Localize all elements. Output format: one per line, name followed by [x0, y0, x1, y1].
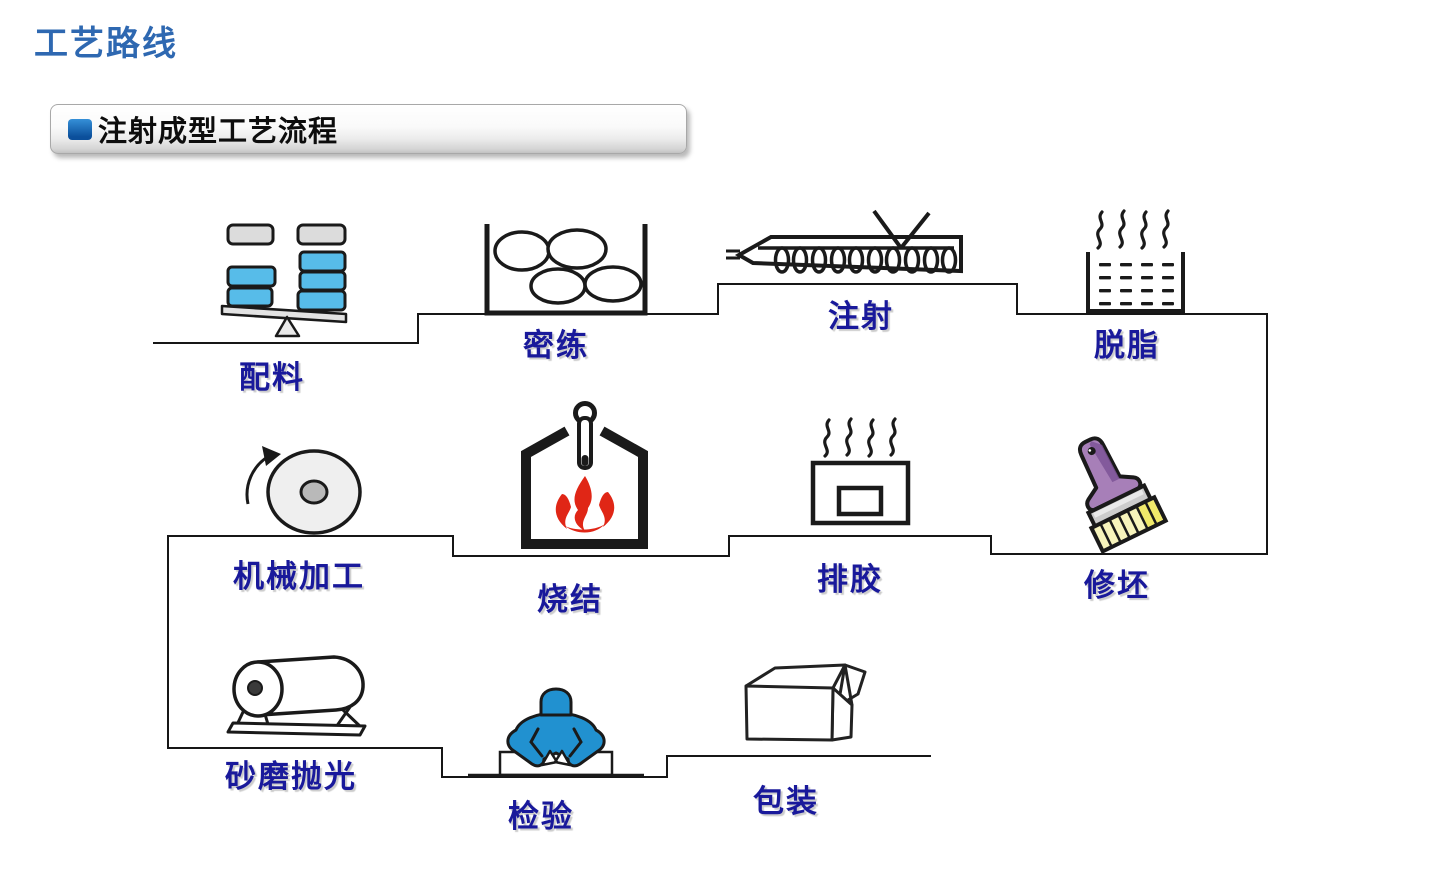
trimming-brush-icon	[1077, 436, 1169, 555]
step-label: 密练	[523, 328, 589, 363]
packing-box-icon	[744, 663, 867, 742]
kneading-mixer-icon	[484, 224, 648, 316]
flow-line-segment	[1016, 283, 1018, 315]
flow-line-segment	[1016, 313, 1268, 315]
step-label: 烧结	[537, 582, 603, 617]
flow-line-segment	[990, 535, 992, 555]
step-label: 砂磨抛光	[225, 759, 357, 794]
flow-line-segment	[666, 755, 668, 778]
step-label: 脱脂	[1094, 328, 1160, 363]
flow-line-segment	[167, 747, 443, 749]
injection-screw-icon	[726, 209, 963, 274]
flow-line-segment	[167, 535, 454, 537]
flow-line-segment	[441, 747, 443, 778]
flow-line-segment	[167, 535, 169, 749]
flow-line-segment	[417, 313, 419, 344]
flow-line-segment	[452, 555, 730, 557]
flow-line-segment	[717, 283, 719, 315]
step-label: 配料	[239, 360, 305, 395]
flow-line-segment	[153, 342, 418, 344]
flow-line-segment	[728, 535, 730, 557]
inspection-worker-icon	[468, 687, 644, 777]
step-label: 机械加工	[233, 559, 365, 594]
step-label: 检验	[508, 799, 574, 834]
step-label: 修坯	[1084, 568, 1150, 603]
page-title: 工艺路线	[34, 25, 178, 63]
sintering-furnace-icon	[521, 401, 648, 549]
step-label: 注射	[828, 299, 894, 334]
flow-line-segment	[717, 283, 1018, 285]
section-header-bar: 注射成型工艺流程	[50, 104, 687, 154]
flow-line-segment	[1266, 313, 1268, 555]
grinding-wheel-icon	[245, 446, 362, 535]
debinding-oven-icon	[810, 417, 911, 526]
degreasing-bath-icon	[1086, 209, 1185, 313]
polishing-drum-icon	[226, 655, 367, 737]
balance-scale-icon	[220, 223, 348, 338]
step-label: 排胶	[817, 562, 883, 597]
flow-line-segment	[452, 535, 454, 557]
blue-square-bullet-icon	[68, 118, 92, 140]
flow-line-segment	[441, 776, 668, 778]
flow-line-segment	[666, 755, 931, 757]
section-header-title: 注射成型工艺流程	[98, 116, 339, 148]
step-label: 包装	[753, 784, 819, 819]
flow-line-segment	[728, 535, 992, 537]
flow-line-segment	[990, 553, 1268, 555]
